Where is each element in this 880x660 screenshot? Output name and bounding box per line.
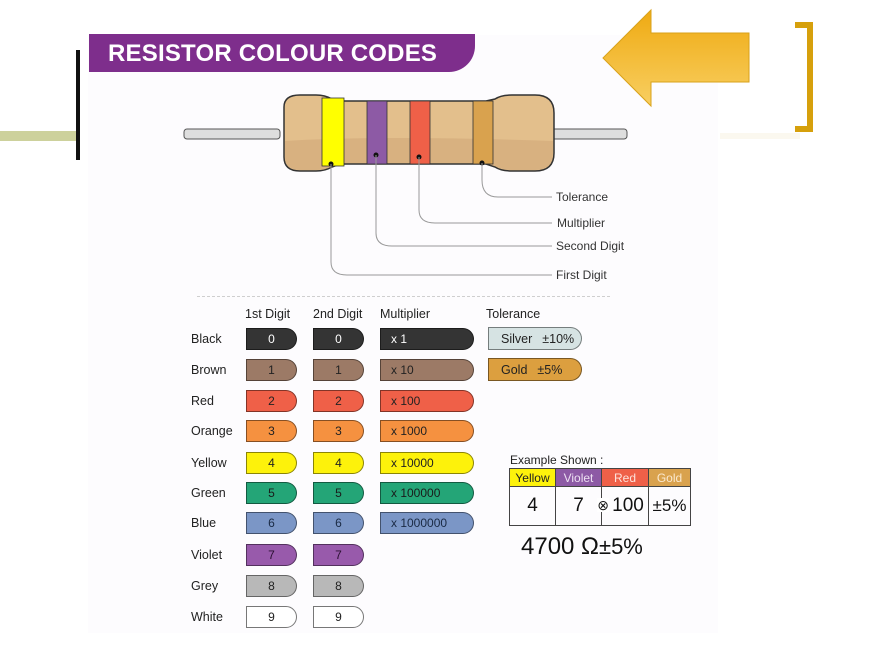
first-digit-pill-black: 0 [246,328,297,350]
band-yellow [321,97,345,167]
multiplier-pill-black: x 1 [380,328,474,350]
second-digit-pill-grey: 8 [313,575,364,597]
slide-accent-line-right [720,133,800,139]
row-label-blue: Blue [191,516,217,530]
example-value-second: 7 ⊗ [555,486,609,526]
example-header-violet: Violet [555,468,602,487]
example-value-first: 4 [509,486,556,526]
example-header-yellow: Yellow [509,468,556,487]
second-digit-pill-green: 5 [313,482,364,504]
header-second-digit: 2nd Digit [313,307,363,321]
divider [197,296,610,297]
row-label-orange: Orange [191,424,233,438]
example-result: 4700 Ω±5% [521,533,643,561]
tolerance-value: ±5% [537,362,563,377]
row-label-grey: Grey [191,579,219,593]
row-label-white: White [191,610,223,624]
second-digit-pill-brown: 1 [313,359,364,381]
row-label-red: Red [191,394,214,408]
multiplier-pill-green: x 100000 [380,482,474,504]
example-header-gold: Gold [648,468,691,487]
tolerance-value: ±10% [542,331,575,346]
multiplier-pill-brown: x 10 [380,359,474,381]
slide-accent-line [0,131,78,141]
first-digit-pill-brown: 1 [246,359,297,381]
callout-first-digit: First Digit [556,268,607,282]
second-digit-pill-red: 2 [313,390,364,412]
times-icon: ⊗ [597,497,609,513]
slide-vertical-bar [76,50,80,160]
row-label-violet: Violet [191,548,223,562]
row-label-black: Black [191,332,222,346]
callout-tolerance: Tolerance [556,190,609,204]
tolerance-gold: Gold ±5% [488,358,582,381]
row-label-green: Green [191,486,226,500]
first-digit-pill-blue: 6 [246,512,297,534]
second-digit-pill-white: 9 [313,606,364,628]
example-header-red: Red [601,468,649,487]
tolerance-name: Gold [501,362,528,377]
bracket-decoration [795,22,813,132]
example-value-multiplier: 100 [601,486,649,526]
multiplier-pill-red: x 100 [380,390,474,412]
first-digit-pill-green: 5 [246,482,297,504]
header-tolerance: Tolerance [486,307,541,321]
result-tolerance: ±5% [599,534,643,559]
first-digit-pill-white: 9 [246,606,297,628]
page-title: RESISTOR COLOUR CODES [108,40,438,67]
example-label: Example Shown : [510,453,604,467]
second-digit-pill-black: 0 [313,328,364,350]
multiplier-pill-yellow: x 10000 [380,452,474,474]
first-digit-pill-orange: 3 [246,420,297,442]
band-red [409,100,431,165]
second-digit-pill-violet: 7 [313,544,364,566]
row-label-brown: Brown [191,363,227,377]
second-digit-pill-blue: 6 [313,512,364,534]
tolerance-silver: Silver ±10% [488,327,582,350]
resistor-diagram [183,94,628,276]
second-digit-pill-orange: 3 [313,420,364,442]
first-digit-pill-red: 2 [246,390,297,412]
band-gold [472,100,494,165]
first-digit-pill-grey: 8 [246,575,297,597]
multiplier-pill-orange: x 1000 [380,420,474,442]
callout-second-digit: Second Digit [556,239,625,253]
second-digit-pill-yellow: 4 [313,452,364,474]
row-label-yellow: Yellow [191,456,227,470]
header-multiplier: Multiplier [380,307,431,321]
header-first-digit: 1st Digit [245,307,291,321]
left-arrow-icon [602,8,750,108]
title-banner [89,34,475,72]
multiplier-pill-blue: x 1000000 [380,512,474,534]
first-digit-pill-yellow: 4 [246,452,297,474]
result-value: 4700 Ω [521,533,599,560]
callout-multiplier: Multiplier [557,216,606,230]
tolerance-name: Silver [501,331,533,346]
example-value-tolerance: ±5% [648,486,691,526]
example-table: Yellow Violet Red Gold 4 7 ⊗ 100 ±5% [509,468,691,526]
band-violet [366,100,388,165]
example-value-second-text: 7 [573,495,584,516]
first-digit-pill-violet: 7 [246,544,297,566]
